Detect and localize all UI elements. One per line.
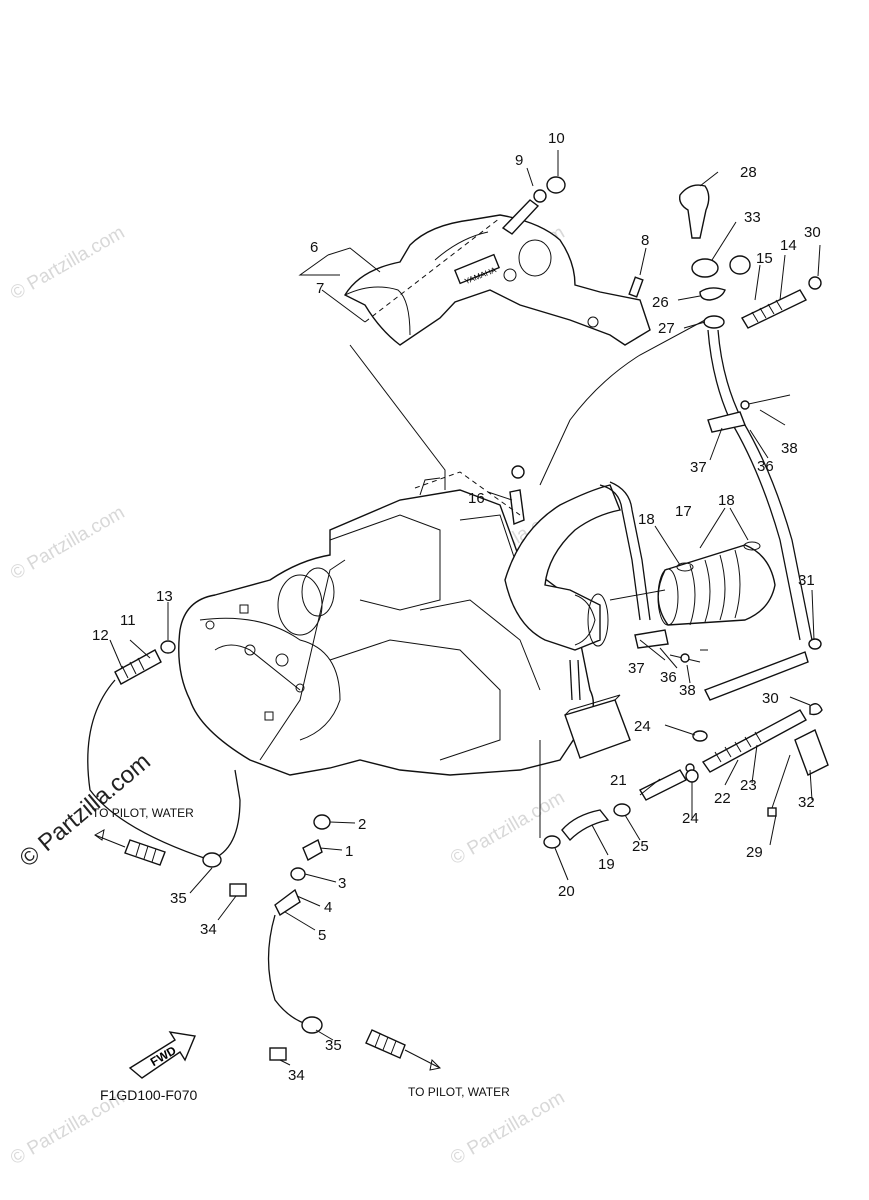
part-label-38-lower: 38	[679, 682, 696, 699]
leader-lines	[109, 150, 821, 1066]
clamp-24-lower	[685, 769, 699, 783]
clamp-20	[543, 835, 561, 849]
part-label-7: 7	[316, 280, 324, 297]
bracket-32	[794, 729, 829, 776]
fitting-2	[313, 814, 331, 830]
part-label-17: 17	[675, 503, 692, 520]
part-label-34-left: 34	[200, 921, 217, 938]
joint-21	[639, 763, 695, 801]
part-label-20: 20	[558, 883, 575, 900]
part-label-24-upper: 24	[634, 718, 651, 735]
part-label-6: 6	[310, 239, 318, 256]
part-label-4: 4	[324, 899, 332, 916]
tie-29	[767, 754, 791, 817]
part-label-22: 22	[714, 790, 731, 807]
cap-assembly-28	[678, 184, 813, 641]
clip-35-left	[202, 852, 222, 868]
note-to-pilot-water-bottom: TO PILOT, WATER	[408, 1085, 510, 1099]
part-label-30-lower: 30	[762, 690, 779, 707]
hose-4-5	[267, 888, 311, 1026]
part-label-34-bottom: 34	[288, 1067, 305, 1084]
clamp-36-37-lower	[634, 629, 701, 663]
clamp-36-37-upper	[707, 394, 791, 433]
part-label-30-top: 30	[804, 224, 821, 241]
part-label-15: 15	[756, 250, 773, 267]
bolt-8	[628, 276, 644, 298]
note-to-pilot-water-left: TO PILOT, WATER	[92, 806, 194, 820]
clamp-25	[613, 803, 631, 817]
cap-10	[546, 176, 566, 194]
part-label-18-right: 18	[718, 492, 735, 509]
watermark-text: © Partzilla.com	[447, 787, 568, 869]
part-label-26: 26	[652, 294, 669, 311]
part-label-13: 13	[156, 588, 173, 605]
part-label-9: 9	[515, 152, 523, 169]
exhaust-body	[178, 477, 594, 776]
part-label-11: 11	[120, 612, 136, 629]
part-label-33: 33	[744, 209, 761, 226]
part-label-5: 5	[318, 927, 326, 944]
part-label-28: 28	[740, 164, 757, 181]
part-label-25: 25	[632, 838, 649, 855]
part-label-36-top: 36	[757, 458, 774, 475]
part-label-35-bottom: 35	[325, 1037, 342, 1054]
part-label-24-lower: 24	[682, 810, 699, 827]
left-bottom-pipe	[94, 829, 166, 866]
part-label-38-top: 38	[781, 440, 798, 457]
bottom-pipe	[365, 1029, 442, 1071]
clip-30-top	[808, 276, 822, 290]
clamp-18-left	[676, 562, 694, 572]
part-label-3: 3	[338, 875, 346, 892]
reference-lines	[259, 319, 708, 838]
part-label-10: 10	[548, 130, 565, 147]
part-label-18-left: 18	[638, 511, 655, 528]
part-label-19: 19	[598, 856, 615, 873]
part-label-27: 27	[658, 320, 675, 337]
clamp-24-upper	[692, 730, 708, 742]
fwd-arrow: FWD	[128, 1031, 196, 1079]
part-label-1: 1	[345, 843, 353, 860]
part-label-36-lower: 36	[660, 669, 677, 686]
hose-15	[741, 289, 807, 329]
part-label-8: 8	[641, 232, 649, 249]
watermark-text: © Partzilla.com	[447, 1087, 568, 1169]
fitting-1	[302, 838, 323, 862]
cover-part-6: YAMAHA	[344, 214, 651, 346]
hose-12-11	[114, 640, 176, 685]
part-label-2: 2	[358, 816, 366, 833]
hose-17	[657, 544, 776, 626]
hose-31	[704, 638, 822, 701]
part-label-29: 29	[746, 844, 763, 861]
pipe-19	[561, 809, 610, 842]
clamp-18-right	[743, 541, 761, 551]
part-label-12: 12	[92, 627, 109, 644]
clip-34-bottom	[269, 1047, 287, 1061]
part-label-37-top: 37	[690, 459, 707, 476]
pipe-16	[509, 465, 525, 525]
part-label-23: 23	[740, 777, 757, 794]
hose-22-23	[701, 703, 823, 773]
water-lock-box	[564, 659, 631, 759]
exhaust-elbow	[504, 484, 621, 651]
part-label-35-left: 35	[170, 890, 187, 907]
watermark-text: © Partzilla.com	[7, 502, 128, 584]
part-label-37-lower: 37	[628, 660, 645, 677]
clip-35-bottom	[301, 1016, 323, 1034]
clip-34-left	[229, 883, 247, 897]
part-label-16: 16	[468, 490, 485, 507]
hose-middle-vertical	[599, 481, 651, 621]
part-label-31: 31	[798, 572, 815, 589]
bolt-9	[501, 189, 547, 235]
part-label-32: 32	[798, 794, 815, 811]
part-labels: 6 7 9 10 8 28 33 14 30 15 26 27 38 36 37…	[92, 130, 821, 1084]
part-label-21: 21	[610, 772, 627, 789]
diagram-code: F1GD100-F070	[100, 1087, 197, 1103]
fitting-3	[290, 867, 306, 881]
watermark-text: © Partzilla.com	[7, 222, 128, 304]
part-label-14: 14	[780, 237, 797, 254]
